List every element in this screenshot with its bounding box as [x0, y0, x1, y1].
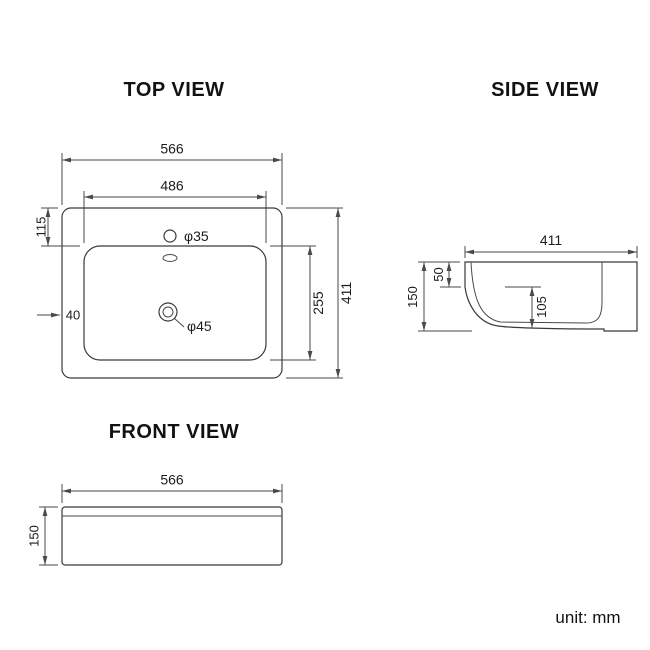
top-dim-overall-width: 566 — [61, 141, 283, 205]
top-dim-overall-depth: 411 — [286, 207, 354, 379]
dim-value: 40 — [66, 308, 80, 323]
overflow-hole — [162, 254, 178, 262]
drain-hole-inner — [162, 306, 174, 318]
drain-hole-label: φ45 — [187, 318, 212, 334]
front-view-title: FRONT VIEW — [109, 421, 240, 443]
side-view-drawing: 411 150 50 105 — [405, 232, 638, 332]
side-dim-overall-depth: 411 — [464, 232, 638, 258]
front-dim-overall-width: 566 — [61, 472, 283, 503]
drain-leader-line — [173, 317, 185, 328]
top-view-title: TOP VIEW — [123, 79, 224, 101]
side-dim-overall-height: 150 — [405, 261, 472, 332]
dim-value: 255 — [310, 291, 326, 315]
dim-value: 411 — [540, 232, 563, 248]
unit-label: unit: mm — [555, 608, 620, 627]
dim-value: 115 — [34, 217, 49, 238]
front-dim-overall-height: 150 — [27, 506, 58, 566]
side-view-title: SIDE VIEW — [491, 79, 599, 101]
side-view-bowl-section — [470, 261, 603, 324]
dim-value: 566 — [160, 472, 184, 488]
side-dim-bowl-inner-depth: 105 — [505, 286, 549, 328]
faucet-hole — [163, 229, 177, 243]
top-dim-bowl-length: 255 — [270, 245, 326, 361]
top-view-bowl-outline — [83, 245, 267, 361]
dim-value: 150 — [27, 525, 42, 547]
side-dim-back-ledge-height: 50 — [431, 262, 461, 288]
dim-value: 50 — [431, 267, 446, 281]
side-view-outer-outline — [464, 261, 638, 332]
front-view-outline — [61, 506, 283, 566]
top-dim-rim-to-bowl-top: 115 — [34, 207, 80, 247]
dim-value: 105 — [534, 296, 549, 318]
dim-value: 566 — [160, 141, 184, 157]
front-view-drawing: 566 150 — [27, 472, 283, 566]
faucet-hole-label: φ35 — [184, 228, 209, 244]
top-dim-bowl-width: 486 — [83, 178, 267, 243]
dim-value: 486 — [160, 178, 184, 194]
drain-hole-outer — [158, 302, 178, 322]
top-view-drawing: φ35 φ45 566 486 115 40 — [34, 141, 354, 379]
dim-value: 150 — [405, 286, 420, 308]
top-dim-rim-to-bowl-side: 40 — [37, 308, 80, 323]
dim-value: 411 — [338, 282, 354, 305]
top-view-outer-outline — [61, 207, 283, 379]
